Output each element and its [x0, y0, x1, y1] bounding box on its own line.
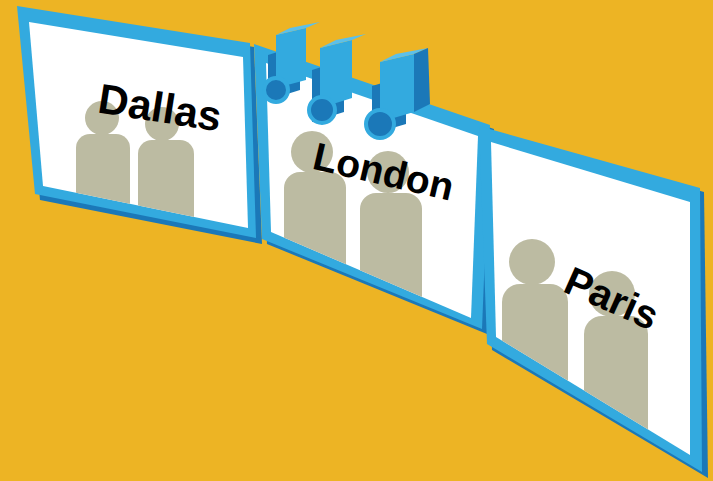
- silhouette-body: [584, 316, 648, 481]
- silhouette-head: [509, 239, 555, 285]
- camera-lens: [264, 78, 288, 102]
- camera-top: [320, 34, 366, 48]
- silhouette-body: [138, 140, 194, 250]
- screen-left: [17, 6, 262, 250]
- camera-lens: [309, 97, 335, 123]
- silhouette-body: [502, 284, 568, 474]
- silhouette-body: [360, 193, 422, 343]
- camera-cluster: [264, 22, 430, 138]
- silhouette-body: [76, 134, 130, 244]
- camera-lens: [366, 110, 394, 138]
- silhouette-body: [284, 172, 346, 332]
- camera-side: [414, 48, 430, 112]
- screen-frame: [17, 6, 256, 238]
- screen-middle: [254, 44, 494, 343]
- camera-top: [276, 22, 320, 35]
- screen-right: [479, 126, 708, 481]
